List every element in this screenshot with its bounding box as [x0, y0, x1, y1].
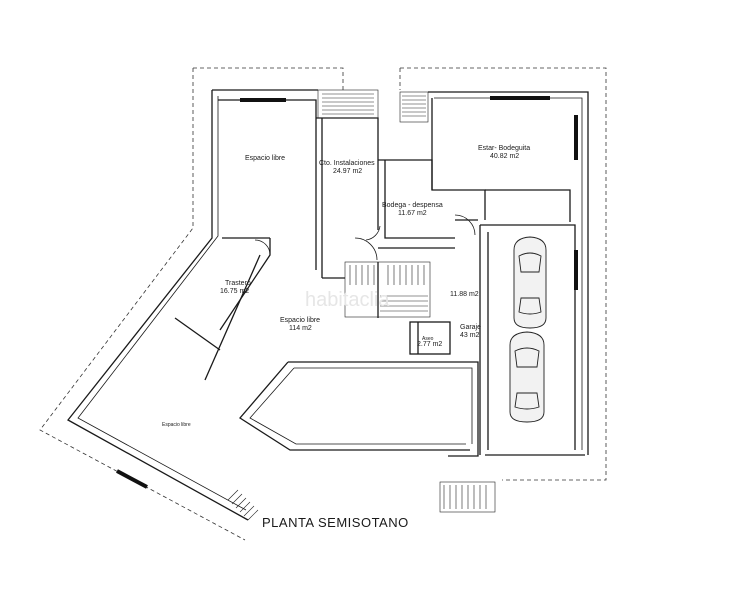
room-area-hall: 11.88 m2	[450, 291, 479, 298]
room-name-espacio-libre-top: Espacio libre	[245, 155, 285, 162]
stairs-bottom-left	[227, 489, 259, 521]
room-area-trastero: 16.75 m2	[220, 288, 249, 295]
room-name-espacio-libre-bottom: Espacio libre	[162, 422, 191, 428]
room-area-estar-bodeguita: 40.82 m2	[490, 153, 519, 160]
car-icon	[509, 331, 545, 423]
room-area-espacio-libre-center: 114 m2	[289, 325, 312, 332]
room-name-estar-bodeguita: Estar- Bodeguita	[478, 145, 530, 152]
windows	[116, 96, 578, 489]
stairs-center	[344, 261, 431, 318]
plan-title: PLANTA SEMISOTANO	[262, 515, 409, 530]
stairs-bottom-right	[439, 481, 496, 513]
car-icon	[513, 236, 547, 329]
room-area-bodega-despensa: 11.67 m2	[398, 210, 427, 217]
doors	[254, 214, 476, 261]
room-name-bodega-despensa: Bodega - despensa	[382, 202, 443, 209]
plot-boundary	[39, 67, 607, 541]
room-area-cto-instalaciones: 24.97 m2	[333, 168, 362, 175]
room-name-aseo: Aseo	[422, 336, 434, 342]
room-name-trastero: Trastero	[225, 280, 251, 287]
room-name-cto-instalaciones: Cto. Instalaciones	[319, 160, 375, 167]
room-name-espacio-libre-center: Espacio libre	[280, 317, 320, 324]
exterior-walls	[67, 89, 589, 521]
room-area-garaje: 43 m2	[460, 332, 480, 339]
room-name-garaje: Garaje	[460, 324, 481, 331]
watermark: habitaclia	[305, 289, 390, 311]
room-area-aseo: 2.77 m2	[417, 341, 442, 348]
stairs-top	[317, 89, 429, 123]
